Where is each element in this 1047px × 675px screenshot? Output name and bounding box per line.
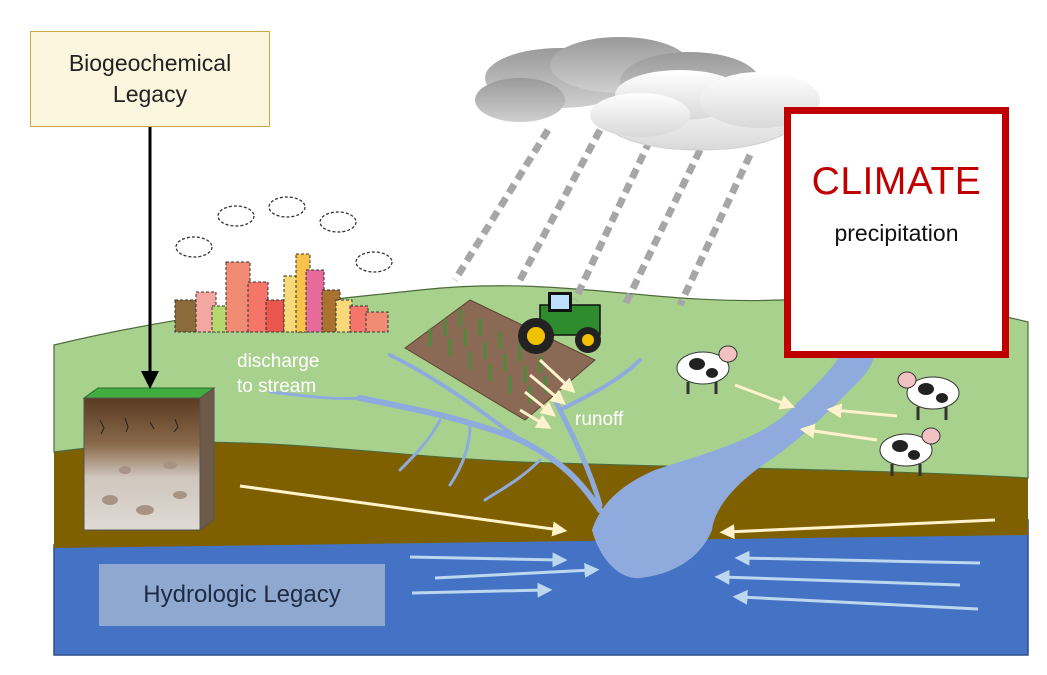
groundwater-flow-arrows: [409, 550, 981, 611]
cow-icon: [676, 345, 738, 394]
subsurface-flow-arrows: [239, 484, 996, 540]
climate-box: CLIMATE precipitation: [784, 107, 1009, 358]
cow-icon: [879, 427, 941, 476]
discharge-label: discharge to stream: [237, 350, 319, 399]
cloud-icon: [590, 70, 820, 151]
rain-icon: [452, 128, 754, 307]
biogeochemical-legacy-box: Biogeochemical Legacy: [30, 31, 270, 127]
stream-channel: [592, 330, 876, 579]
city-icon: [174, 253, 389, 333]
soil-profile-icon: [82, 387, 216, 531]
tractor-icon: [518, 292, 601, 354]
runoff-label: runoff: [575, 409, 624, 430]
precipitation-label: precipitation: [834, 220, 959, 246]
cow-icon: [897, 371, 960, 420]
climate-title: CLIMATE: [811, 160, 982, 203]
soil-layer: [54, 431, 1028, 548]
biogeochemical-line-1: Biogeochemical: [68, 49, 232, 76]
discharge-line-2: to stream: [237, 375, 317, 397]
hydrologic-legacy-box: Hydrologic Legacy: [99, 564, 385, 626]
discharge-line-1: discharge: [237, 351, 320, 372]
smog-icon: [175, 196, 393, 273]
hydrologic-legacy-label: Hydrologic Legacy: [143, 581, 341, 608]
runoff-arrows: [519, 358, 898, 442]
biogeochemical-line-2: Legacy: [112, 81, 188, 107]
